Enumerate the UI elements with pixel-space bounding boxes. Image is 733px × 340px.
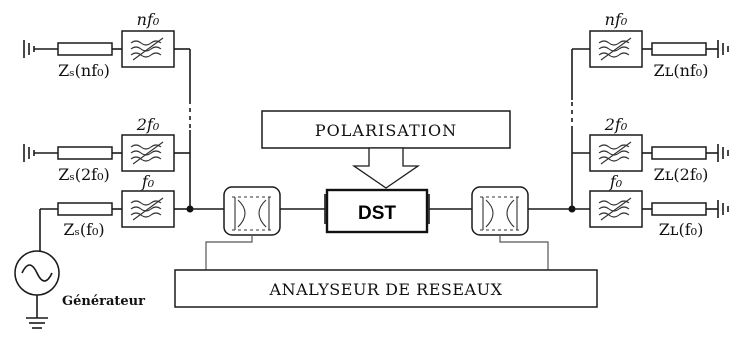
analyzer-label: ANALYSEUR DE RESEAUX bbox=[269, 280, 503, 299]
polarisation-label: POLARISATION bbox=[315, 121, 457, 140]
resistor-left-2f0 bbox=[57, 146, 113, 160]
dst-label: DST bbox=[358, 203, 396, 224]
right-freq-label-f0: f₀ bbox=[609, 172, 623, 191]
polarisation-arrow bbox=[351, 147, 421, 189]
right-impedance-label-nf0: Zʟ(nf₀) bbox=[654, 61, 709, 80]
filter-right-f0 bbox=[589, 190, 643, 228]
coupler-right bbox=[471, 186, 529, 236]
coupler-left bbox=[223, 186, 281, 236]
network-analyzer-box bbox=[174, 269, 598, 308]
generator-label: Générateur bbox=[62, 294, 145, 309]
filter-right-2f0 bbox=[589, 134, 643, 172]
dst-box bbox=[325, 188, 429, 234]
resistor-left-nf0 bbox=[57, 42, 113, 56]
filter-left-f0 bbox=[121, 190, 175, 228]
polarisation-box bbox=[261, 110, 511, 149]
right-freq-label-nf0: nf₀ bbox=[605, 10, 628, 29]
filter-left-nf0 bbox=[121, 30, 175, 68]
left-freq-label-nf0: nf₀ bbox=[137, 10, 160, 29]
right-freq-label-2f0: 2f₀ bbox=[604, 115, 628, 134]
resistor-left-f0 bbox=[57, 202, 113, 216]
right-impedance-label-f0: Zʟ(f₀) bbox=[659, 220, 704, 239]
left-impedance-label-2f0: Zₛ(2f₀) bbox=[58, 165, 110, 184]
ground-left-top bbox=[23, 40, 58, 58]
left-impedance-label-f0: Zₛ(f₀) bbox=[63, 220, 104, 239]
ground-right-middle bbox=[706, 144, 729, 162]
ground-right-bottom bbox=[706, 200, 729, 218]
right-impedance-label-2f0: Zʟ(2f₀) bbox=[654, 165, 709, 184]
left-impedance-label-nf0: Zₛ(nf₀) bbox=[58, 61, 110, 80]
left-freq-label-f0: f₀ bbox=[141, 172, 155, 191]
resistor-right-2f0 bbox=[651, 146, 707, 160]
filter-right-nf0 bbox=[589, 30, 643, 68]
resistor-right-f0 bbox=[651, 202, 707, 216]
ground-left-middle bbox=[23, 144, 58, 162]
generator-source bbox=[14, 250, 60, 296]
ground-right-top bbox=[706, 40, 729, 58]
ground-generator bbox=[26, 317, 48, 329]
left-freq-label-2f0: 2f₀ bbox=[136, 115, 160, 134]
resistor-right-nf0 bbox=[651, 42, 707, 56]
filter-left-2f0 bbox=[121, 134, 175, 172]
